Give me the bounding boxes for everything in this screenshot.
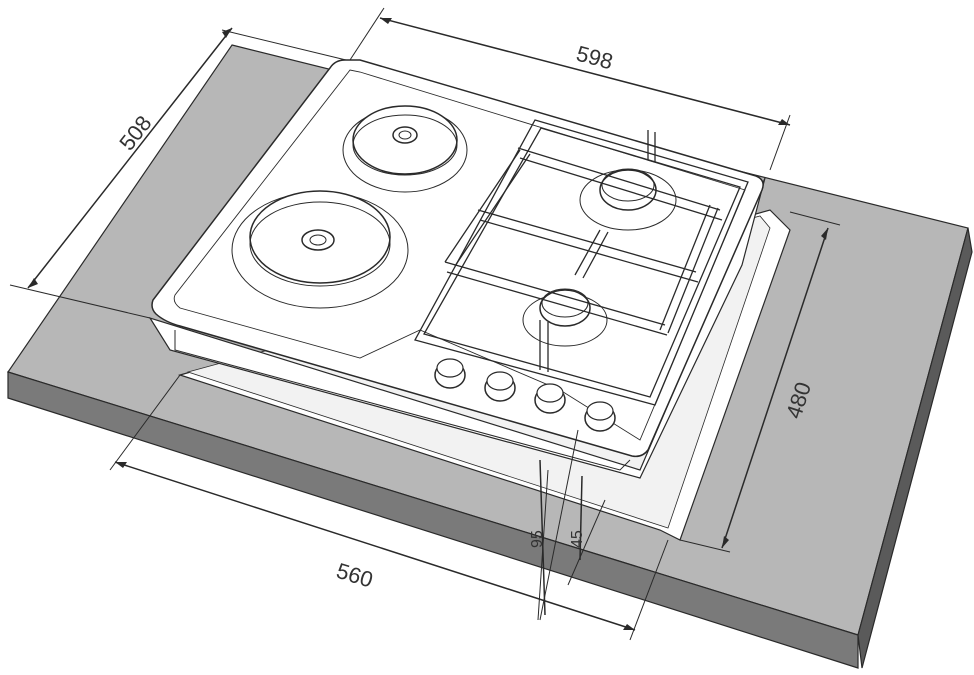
dimension-embed-depth: 45 [567,475,606,586]
dimension-label-560: 560 [334,558,376,593]
control-knob-2 [484,371,516,402]
gas-burner-front [522,288,608,347]
hob-top-inner [173,69,746,441]
dimension-label-598: 598 [574,41,616,75]
electric-plate-rear [342,105,468,193]
electric-plate-front [231,190,409,309]
dimension-label-45: 45 [569,530,586,548]
dimension-hob-width: 598 [349,7,791,171]
control-knob-3 [534,383,566,414]
hob-top [151,59,764,458]
dimension-hob-height: 95 [529,429,579,621]
countertop-front-edge [7,371,859,669]
control-knob-4 [584,401,616,432]
dimension-label-508: 508 [114,111,156,155]
gas-burner-rear [579,168,677,231]
countertop-side-edge [857,227,973,669]
hob-top-outer [151,59,764,458]
hob-body [148,177,766,479]
dimension-label-95: 95 [529,530,546,548]
control-knob-1 [434,358,466,389]
pan-support-grate [414,119,749,406]
